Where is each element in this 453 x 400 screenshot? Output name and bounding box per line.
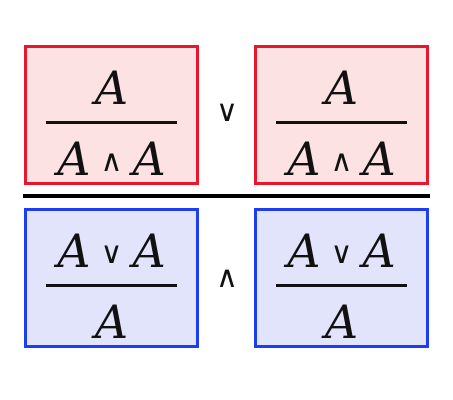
bottom-left-numerator-term-2: A [132,224,166,278]
bottom-left-fraction: A∨A A [27,211,196,345]
top-left-and-operator: ∧ [100,144,123,179]
top-right-denominator-term-2: A [362,132,396,186]
bottom-left-numerator-term-1: A [57,224,91,278]
top-right-and-operator: ∧ [330,144,353,179]
top-right-numerator-term: A [324,61,359,115]
top-left-fraction: A A∧A [27,48,196,182]
top-right-fraction: A A∧A [257,48,426,182]
top-left-denominator-term-2: A [132,132,166,186]
bottom-right-fraction-bar [276,284,407,287]
top-right-numerator: A [257,65,426,111]
bottom-left-denominator-term: A [94,295,129,349]
top-right-denominator-term-1: A [287,132,321,186]
bottom-right-box: A∨A A [254,208,429,348]
bottom-and-joiner: ∧ [216,260,238,295]
top-left-fraction-bar [46,121,177,124]
top-or-joiner: ∨ [216,94,238,129]
main-fraction-bar [23,194,430,198]
top-right-denominator: A∧A [257,136,426,185]
bottom-left-fraction-bar [46,284,177,287]
top-left-denominator-term-1: A [57,132,91,186]
bottom-right-numerator-term-2: A [362,224,396,278]
bottom-right-numerator-term-1: A [287,224,321,278]
top-right-box: A A∧A [254,45,429,185]
top-right-fraction-bar [276,121,407,124]
bottom-right-numerator: A∨A [257,228,426,277]
top-left-box: A A∧A [24,45,199,185]
bottom-right-denominator-term: A [324,295,359,349]
top-left-numerator-term: A [94,61,129,115]
bottom-right-or-operator: ∨ [330,236,353,271]
bottom-right-fraction: A∨A A [257,211,426,345]
bottom-left-or-operator: ∨ [100,236,123,271]
top-left-numerator: A [27,65,196,111]
top-left-denominator: A∧A [27,136,196,185]
bottom-left-numerator: A∨A [27,228,196,277]
bottom-left-denominator: A [27,299,196,345]
bottom-right-denominator: A [257,299,426,345]
bottom-left-box: A∨A A [24,208,199,348]
